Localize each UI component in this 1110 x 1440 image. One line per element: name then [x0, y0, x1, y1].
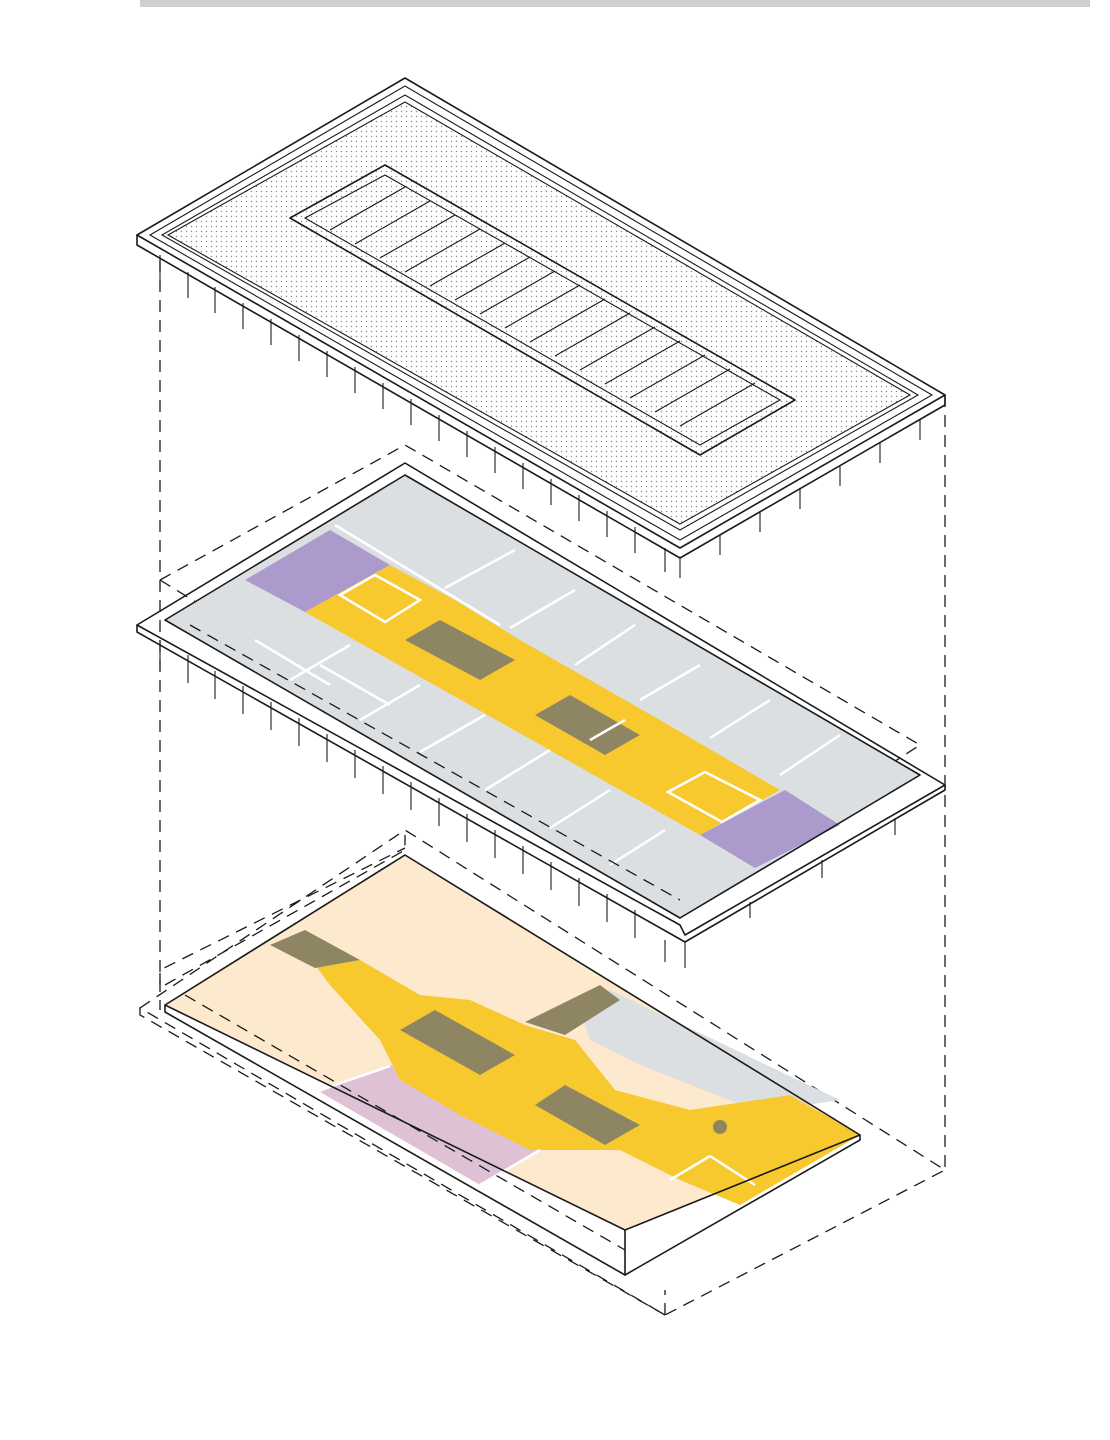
upper-room-box-2 [665, 770, 763, 824]
upper-purple-zone-2 [700, 790, 840, 868]
upper-floor-layer [136, 444, 946, 968]
ground-floor-layer [138, 829, 947, 1316]
roof-dotted-surface [168, 102, 910, 524]
ground-pink-zone [320, 1065, 540, 1185]
projection-guide-lines [159, 260, 946, 1315]
ground-plate-front-edge [164, 1004, 626, 1276]
upper-olive-block-1 [405, 620, 515, 680]
ground-envelope-back [159, 847, 406, 985]
roof-parapet-inner [160, 94, 920, 531]
cropped-title-remnant [140, 0, 1090, 7]
roof-fascia-columns [159, 255, 921, 578]
roof-skylight-inner [303, 174, 782, 446]
roof-skylight-frame [289, 164, 796, 456]
upper-purple-zone-1 [245, 530, 390, 612]
ground-olive-block-3 [400, 1010, 515, 1075]
upper-plate-outline [164, 474, 921, 919]
ground-olive-block-4 [535, 1085, 640, 1145]
ground-inner-dash-2 [184, 994, 626, 1251]
upper-grid-lines [254, 523, 841, 867]
roof-layer [136, 77, 946, 578]
upper-room-box-1 [337, 573, 423, 624]
ground-grey-zone [580, 990, 840, 1112]
ground-envelope-edge [139, 1008, 666, 1316]
roof-parapet-outer [148, 85, 934, 541]
ground-plate-right-edge [624, 1134, 861, 1276]
ground-olive-block-2 [525, 985, 620, 1035]
upper-columns [159, 640, 896, 968]
upper-olive-block-2 [535, 695, 640, 755]
upper-inner-dash [189, 624, 681, 901]
ground-olive-column [713, 1120, 727, 1134]
roof-skylight-ribs [329, 186, 756, 427]
upper-slab-outline [136, 462, 946, 936]
ground-inner-dash [164, 835, 406, 986]
roof-surface-outline [166, 101, 912, 525]
ground-olive-block-1 [270, 930, 360, 968]
